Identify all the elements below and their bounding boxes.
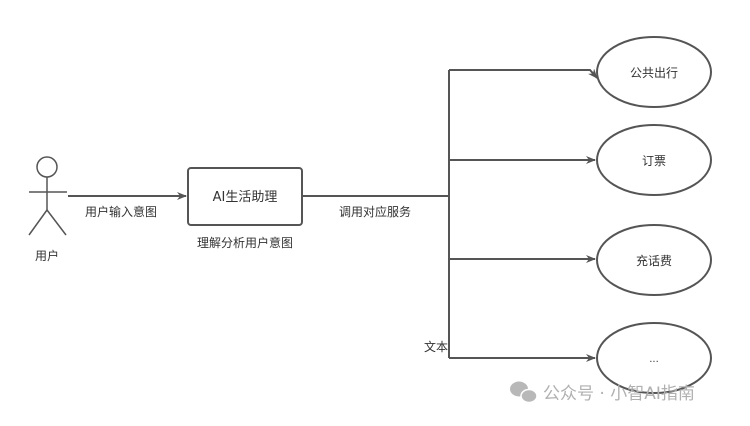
watermark-text: 公众号 · 小智AI指南 (543, 384, 695, 404)
wechat-icon (510, 381, 538, 404)
service-label: 公共出行 (630, 66, 678, 80)
service-node-ticket[interactable]: 订票 (596, 124, 712, 196)
service-label: ... (649, 354, 659, 365)
assistant-caption: 理解分析用户意图 (197, 235, 293, 250)
service-node-public-transport[interactable]: 公共出行 (596, 36, 712, 108)
service-label: 充话费 (636, 253, 672, 268)
actor-label: 用户 (35, 248, 59, 263)
assistant-label: AI生活助理 (213, 190, 278, 205)
edge-to-service-1 (449, 68, 598, 79)
service-label: 订票 (642, 154, 666, 168)
service-node-more[interactable]: ... (596, 322, 712, 394)
edge-label-user-input: 用户输入意图 (85, 204, 157, 219)
edge-label-text: 文本 (424, 339, 448, 354)
actor-user[interactable] (28, 156, 67, 236)
edge-label-call-service: 调用对应服务 (339, 204, 411, 219)
service-node-phone-topup[interactable]: 充话费 (596, 224, 712, 296)
